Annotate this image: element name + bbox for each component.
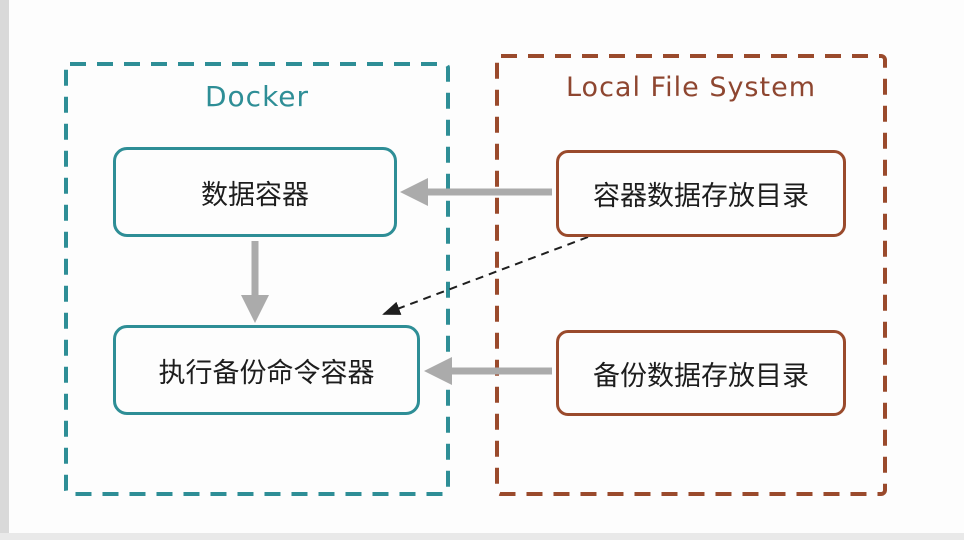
container-data-directory-node: 容器数据存放目录	[556, 150, 846, 237]
dashed-arrow-container-data-dir-to-backup-command-container	[382, 236, 589, 315]
docker-group-label: Docker	[196, 80, 318, 113]
local-file-system-group-border	[495, 54, 887, 496]
bottom-edge-strip	[0, 533, 964, 540]
local-file-system-group-label: Local File System	[557, 72, 825, 103]
backup-command-container-node: 执行备份命令容器	[113, 325, 420, 415]
left-edge-strip	[0, 0, 9, 540]
backup-data-directory-node: 备份数据存放目录	[556, 330, 846, 416]
data-container-node: 数据容器	[113, 147, 397, 237]
